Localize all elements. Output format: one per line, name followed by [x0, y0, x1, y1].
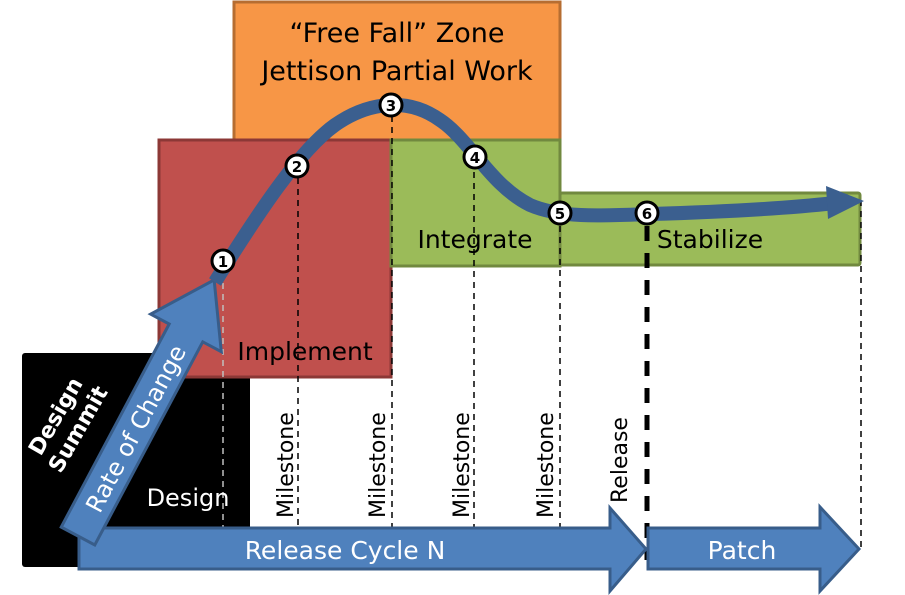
free-fall-zone [232, 0, 562, 142]
svg-text:1: 1 [218, 253, 228, 271]
svg-text:2: 2 [292, 158, 302, 176]
point-3: 3 [378, 92, 404, 118]
rate-of-change-arrow [59, 277, 224, 547]
milestone-label-4: Milestone [534, 412, 559, 518]
implement-label: Implement [237, 337, 373, 366]
integrate-label: Integrate [417, 225, 532, 254]
stabilize-label: Stabilize [657, 225, 763, 254]
free-fall-subtitle: Jettison Partial Work [259, 56, 533, 87]
design-label: Design [147, 484, 230, 512]
milestone-label-3: Milestone [450, 412, 475, 518]
point-1: 1 [210, 248, 236, 274]
point-6: 6 [634, 200, 660, 226]
curve-arrowhead [826, 186, 864, 219]
release-label: Release [608, 417, 633, 503]
point-5: 5 [547, 200, 573, 226]
svg-text:5: 5 [555, 205, 565, 223]
milestone-label-2: Milestone [366, 412, 391, 518]
point-4: 4 [462, 144, 488, 170]
svg-text:4: 4 [470, 149, 480, 167]
patch-label: Patch [708, 536, 777, 565]
svg-text:6: 6 [642, 205, 652, 223]
free-fall-title: “Free Fall” Zone [290, 18, 505, 49]
svg-text:3: 3 [386, 97, 396, 115]
release-cycle-arrow [77, 504, 648, 595]
milestone-label-1: Milestone [274, 412, 299, 518]
release-cycle-label: Release Cycle N [245, 536, 446, 565]
patch-arrow [646, 503, 862, 595]
point-2: 2 [284, 153, 310, 179]
